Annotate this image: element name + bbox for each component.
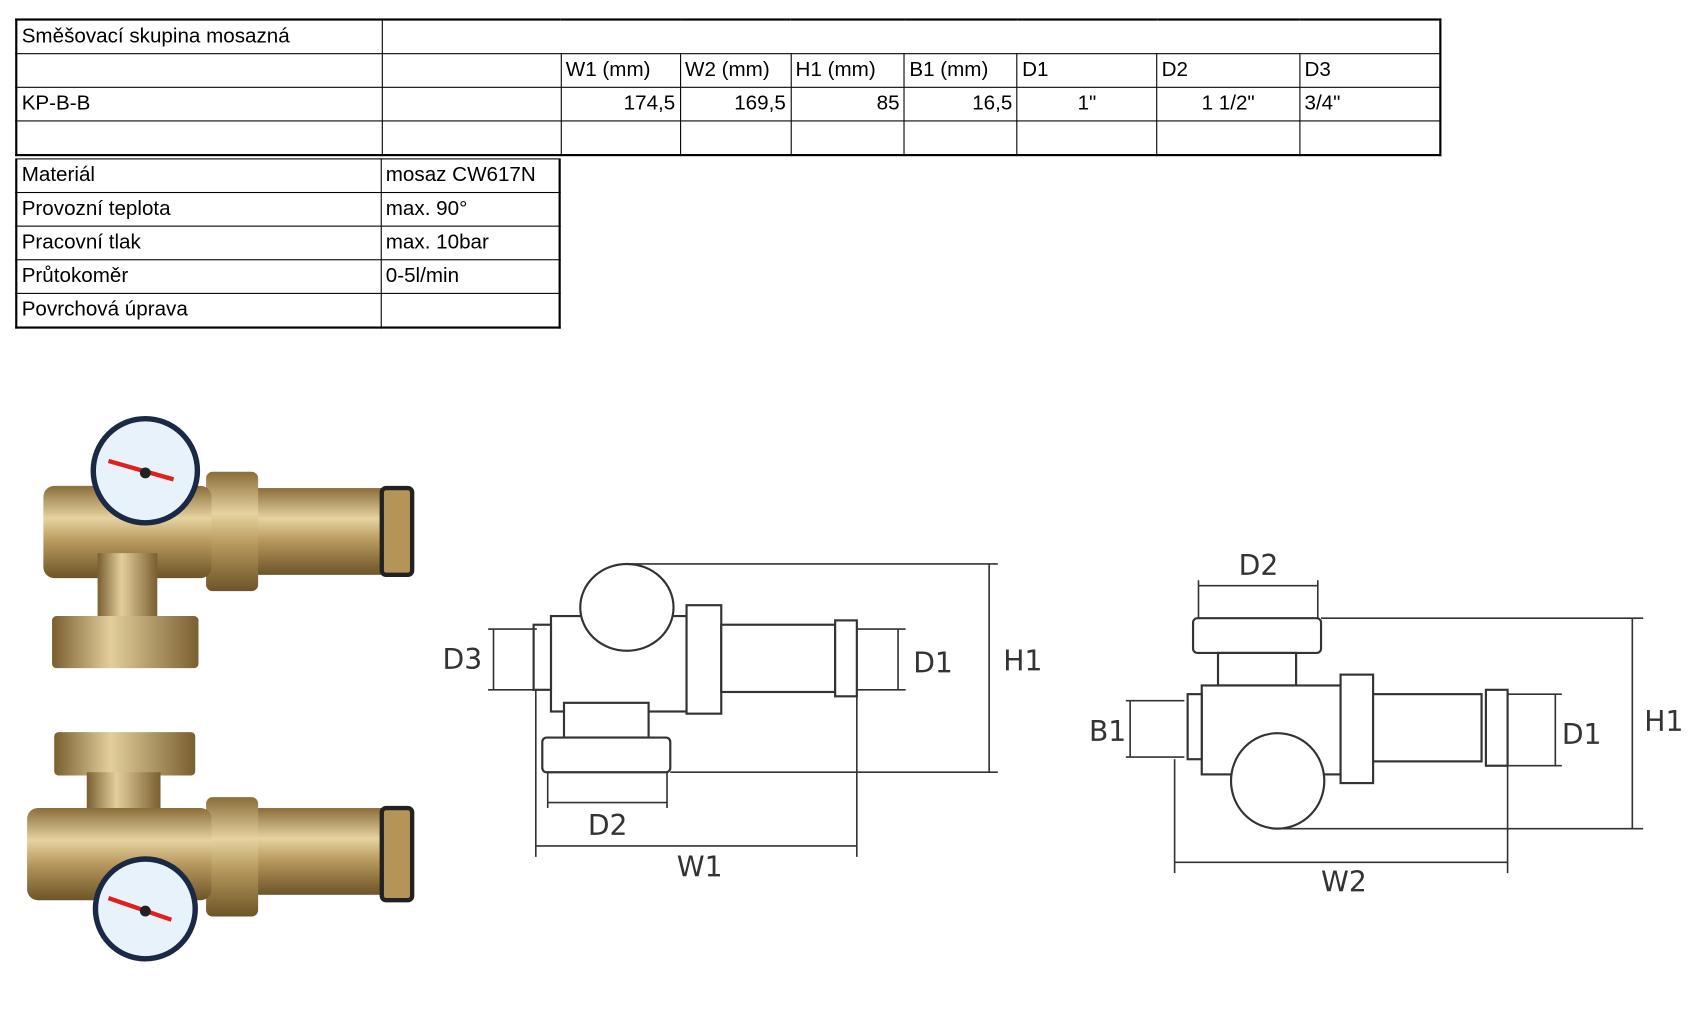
property-value: mosaz CW617N (380, 158, 561, 194)
table-row: KP-B-B 174,5 169,5 85 16,5 1" 1 1/2" 3/4… (15, 86, 1441, 122)
label-d1: D1 (1562, 718, 1602, 751)
title-row: Směšovací skupina mosazná (15, 18, 1441, 55)
label-h1: H1 (1644, 705, 1683, 738)
property-value (380, 292, 561, 329)
label-h1: H1 (1003, 644, 1042, 677)
property-label: Pracovní tlak (15, 225, 382, 261)
label-d1: D1 (913, 646, 953, 679)
product-photo-bottom (27, 732, 415, 962)
product-photo-top (43, 415, 415, 669)
thermometer-gauge-icon (90, 415, 201, 526)
label-d3: D3 (443, 643, 483, 676)
dimension-drawing-w1 (488, 562, 998, 857)
b1-value: 16,5 (903, 86, 1018, 122)
label-b1: B1 (1089, 715, 1126, 748)
property-value: max. 90° (380, 191, 561, 227)
header-b1: B1 (mm) (903, 53, 1018, 88)
d3-value: 3/4" (1299, 86, 1441, 122)
spec-table: Směšovací skupina mosazná W1 (mm) W2 (mm… (15, 18, 1442, 157)
property-label: Provozní teplota (15, 191, 382, 227)
header-d3: D3 (1299, 53, 1441, 88)
header-h1: H1 (mm) (790, 53, 906, 88)
label-w2: W2 (1321, 866, 1367, 899)
model-cell: KP-B-B (15, 86, 384, 122)
w1-value: 174,5 (560, 86, 681, 122)
label-w1: W1 (677, 850, 723, 883)
label-d2: D2 (588, 809, 628, 842)
thermometer-gauge-icon (92, 856, 198, 962)
w2-value: 169,5 (679, 86, 792, 122)
label-d2: D2 (1239, 549, 1279, 582)
property-label: Průtokoměr (15, 259, 382, 294)
property-label: Povrchová úprava (15, 292, 382, 329)
header-w2: W2 (mm) (679, 53, 792, 88)
h1-value: 85 (790, 86, 906, 122)
property-label: Materiál (15, 158, 382, 194)
header-d2: D2 (1156, 53, 1301, 88)
property-value: max. 10bar (380, 225, 561, 261)
header-w1: W1 (mm) (560, 53, 681, 88)
property-row: Povrchová úprava (15, 292, 561, 329)
property-value: 0-5l/min (380, 259, 561, 294)
empty-row (15, 120, 1441, 156)
d1-value: 1" (1016, 86, 1158, 122)
table-title: Směšovací skupina mosazná (15, 18, 384, 55)
dimension-drawing-w2 (1125, 580, 1644, 874)
